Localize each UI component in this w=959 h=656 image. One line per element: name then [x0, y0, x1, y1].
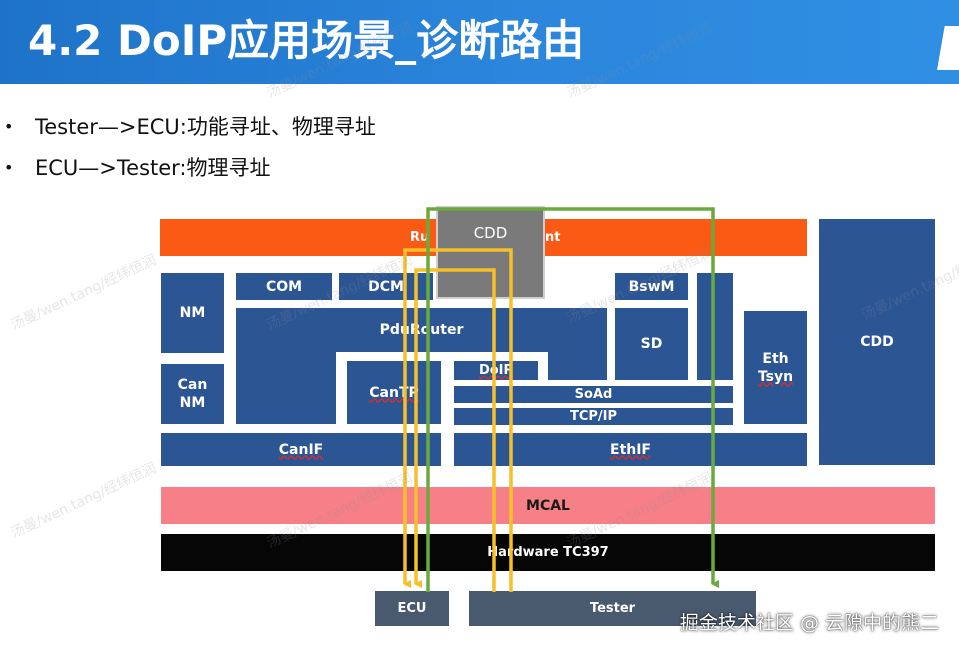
hardware-layer: Hardware TC397: [161, 534, 935, 571]
doip-label: DoIP: [478, 362, 514, 378]
nm-label: NM: [179, 305, 206, 321]
pdurouter-block: PduRouter: [236, 308, 607, 352]
cdd-right-label: CDD: [860, 334, 894, 350]
ethif-label: EthIF: [610, 441, 651, 458]
soad-label: SoAd: [574, 386, 613, 402]
ecu-label: ECU: [397, 600, 427, 616]
mcal-layer: MCAL: [161, 487, 935, 524]
bullet-text: Tester—>ECU:功能寻址、物理寻址: [35, 115, 376, 139]
cannm-label-line1: Can: [177, 377, 208, 393]
route-yellow-outer: [403, 248, 513, 592]
ethif-block: EthIF: [454, 433, 807, 466]
doip-block: DoIP: [454, 361, 538, 380]
cantp-block: CanTP: [347, 361, 441, 424]
cdd-right-block: CDD: [819, 219, 935, 465]
dcm-label: DCM: [368, 278, 404, 295]
tester-node: Tester: [469, 591, 756, 626]
route-green-return: [426, 207, 719, 592]
soad-block: SoAd: [454, 386, 733, 403]
com-block: COM: [236, 273, 332, 300]
tcpip-label: TCP/IP: [569, 408, 618, 424]
rte-label-left: Ru: [410, 229, 430, 245]
title-bar: 4.2 DoIP应用场景_诊断路由: [0, 0, 959, 84]
pdurouter-connector-column: [697, 273, 733, 380]
nm-block: NM: [161, 273, 224, 353]
route-yellow-inner: [414, 268, 496, 592]
mcal-label: MCAL: [526, 497, 570, 514]
cdd-top-block: CDD: [436, 206, 545, 299]
hardware-label: Hardware TC397: [487, 544, 609, 560]
eth-tsyn-label-line2: Tsyn: [757, 368, 794, 385]
bullet-item-ecu-to-tester: • ECU—>Tester:物理寻址: [0, 152, 500, 184]
sd-block: SD: [615, 308, 688, 380]
tcpip-block: TCP/IP: [454, 408, 733, 425]
cannm-label-line2: NM: [179, 395, 206, 411]
ecu-node: ECU: [375, 591, 449, 626]
pdurouter-label: PduRouter: [379, 322, 464, 338]
rte-label-right: nt: [545, 229, 561, 245]
tester-label: Tester: [589, 601, 636, 616]
com-label: COM: [265, 278, 303, 295]
eth-tsyn-label-line1: Eth: [762, 350, 789, 367]
bullet-text: ECU—>Tester:物理寻址: [35, 156, 271, 180]
canif-block: CanIF: [161, 433, 441, 466]
bullet-dot-icon: •: [4, 158, 14, 177]
bswm-block: BswM: [615, 273, 688, 300]
bswm-label: BswM: [628, 278, 675, 295]
bullet-item-tester-to-ecu: • Tester—>ECU:功能寻址、物理寻址: [0, 111, 500, 143]
bullet-dot-icon: •: [4, 117, 14, 136]
footer-credit: 掘金技术社区 @ 云隙中的熊二: [679, 612, 939, 634]
pdurouter-right-extension: [548, 352, 607, 380]
pdurouter-left-extension: [236, 352, 336, 424]
sd-label: SD: [640, 336, 663, 352]
eth-tsyn-block: Eth Tsyn: [744, 311, 807, 424]
canif-label: CanIF: [278, 441, 324, 458]
cdd-top-label: CDD: [473, 224, 508, 242]
cannm-block: Can NM: [161, 364, 224, 424]
page-title: 4.2 DoIP应用场景_诊断路由: [28, 16, 585, 65]
